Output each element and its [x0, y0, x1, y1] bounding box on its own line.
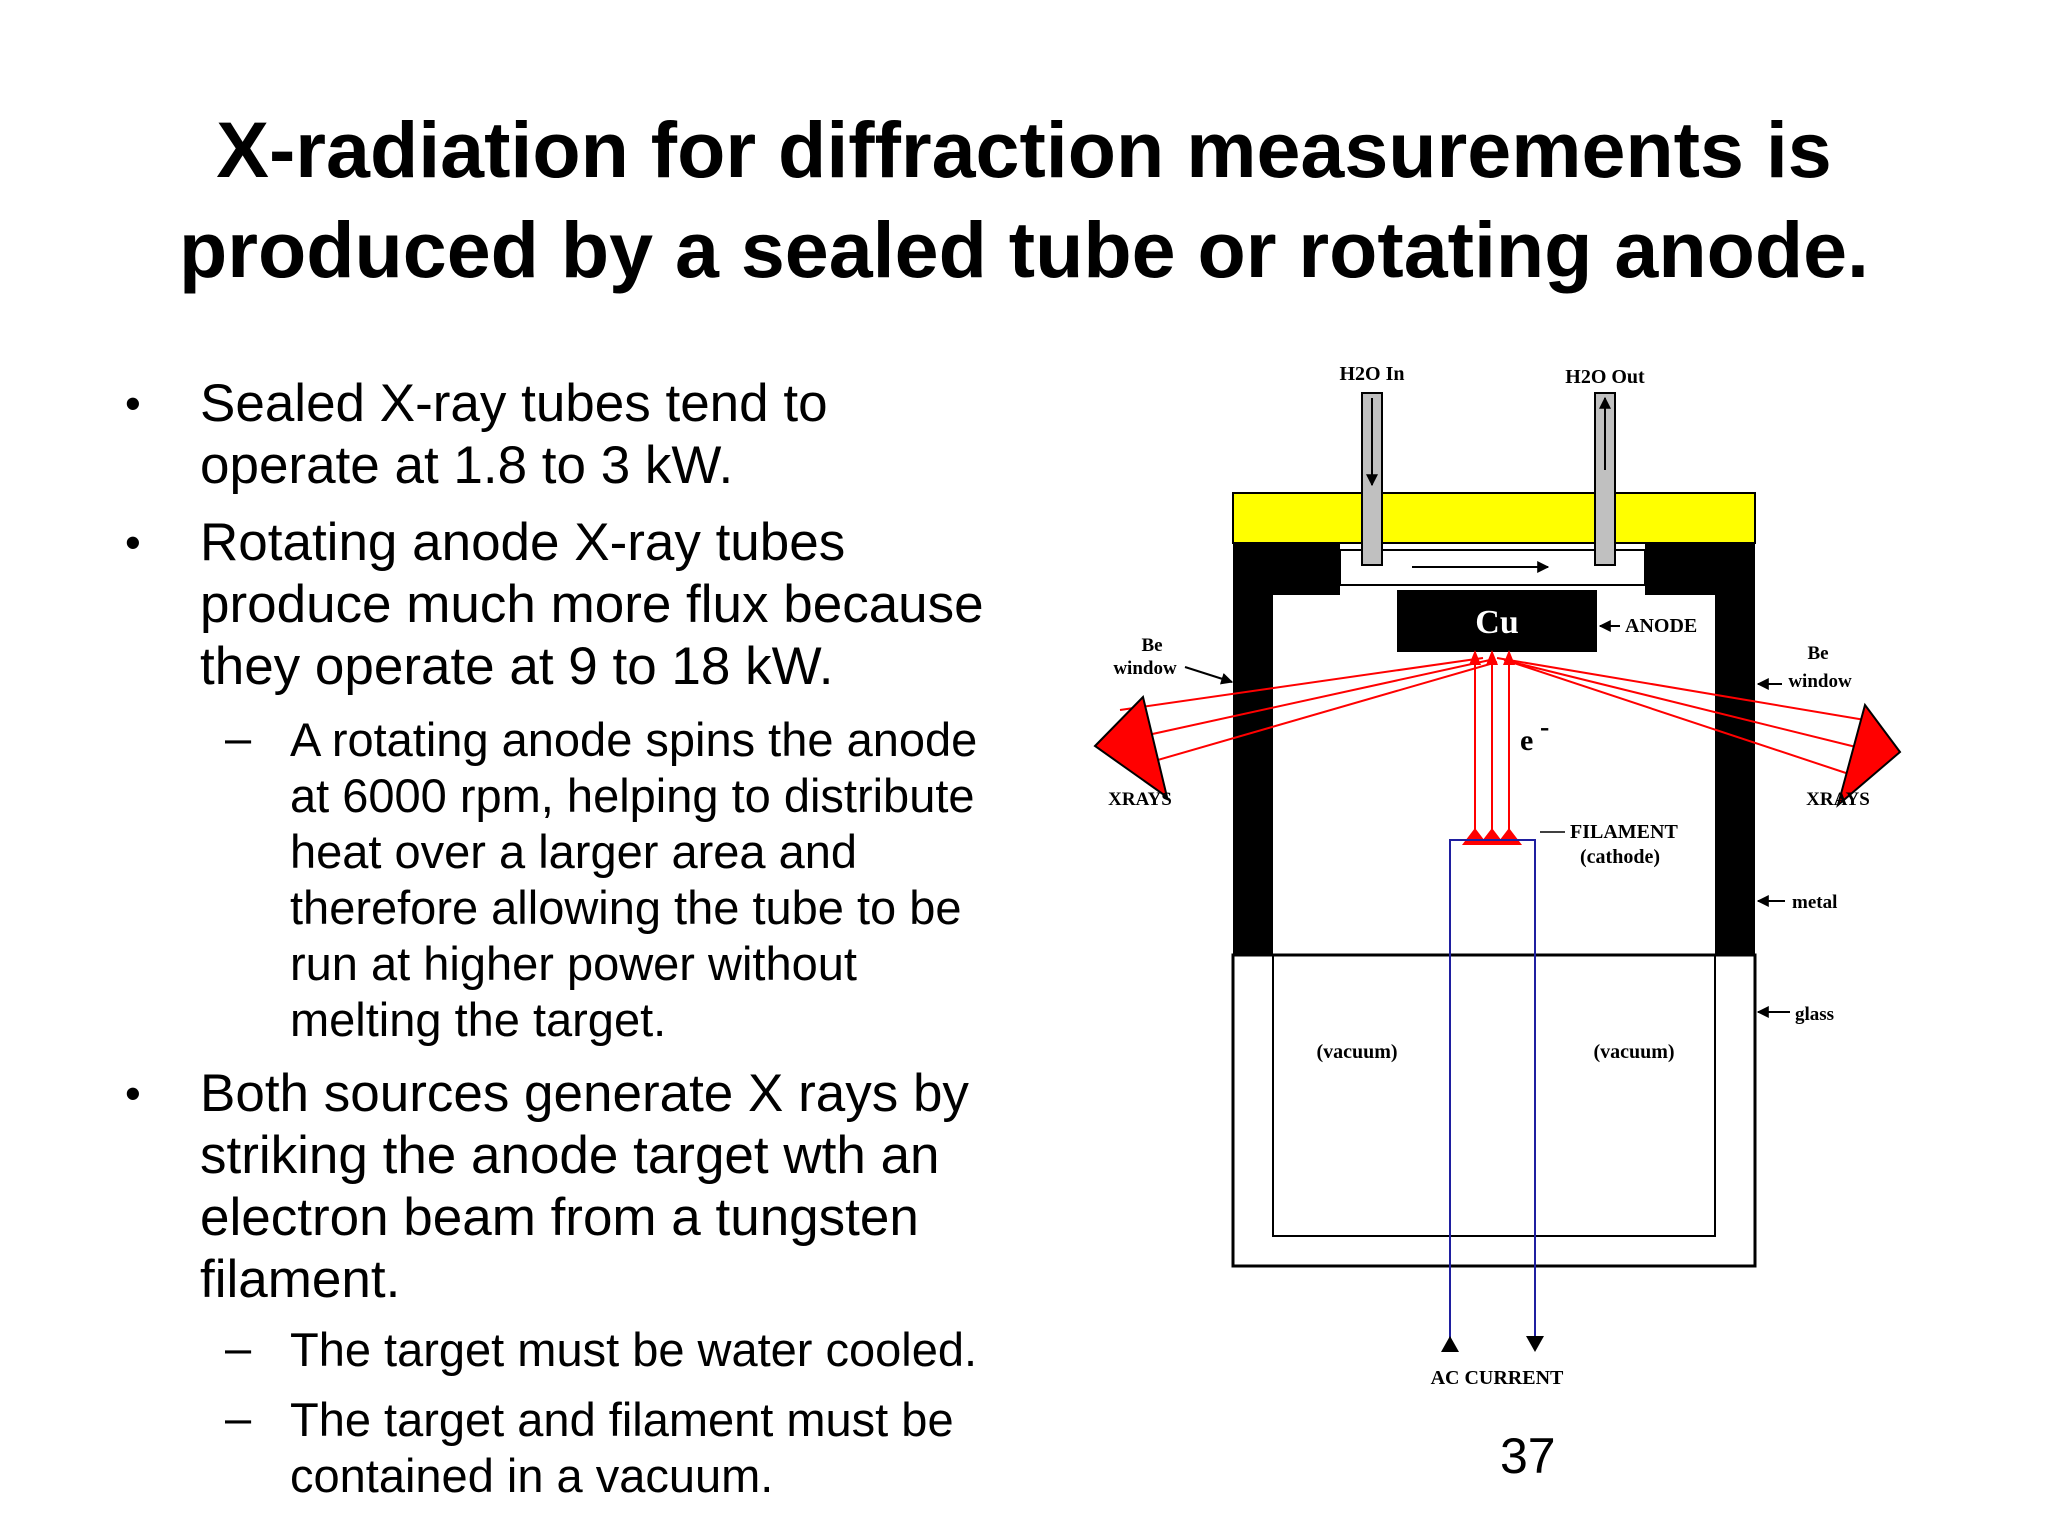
metal-wall-right — [1715, 543, 1755, 955]
electron-beam-arrowheads — [1469, 650, 1515, 665]
bullet-item: • Both sources generate X rays by striki… — [125, 1063, 1080, 1311]
bullet-line: striking the anode target wth an — [200, 1126, 940, 1185]
be-window-right-label-2: window — [1788, 671, 1852, 692]
bullet-item: • Rotating anode X-ray tubes produce muc… — [125, 512, 1080, 698]
xray-beams-right — [1496, 657, 1866, 777]
metal-label: metal — [1792, 892, 1837, 913]
electron-label: e — [1520, 724, 1533, 757]
electron-beams — [1474, 665, 1510, 835]
bullet-line: The target and filament must be — [290, 1393, 954, 1446]
bullet-item: • Sealed X-ray tubes tend to operate at … — [125, 373, 1080, 497]
bullet-line: melting the target. — [290, 993, 667, 1046]
bullet-line: The target must be water cooled. — [290, 1323, 978, 1376]
filament-label-2: (cathode) — [1580, 846, 1660, 868]
xray-tube-diagram: Cu H2O In H2O Out ANODE Be w — [1093, 363, 1902, 1389]
h2o-out-label: H2O Out — [1565, 366, 1645, 388]
glass-inner-wall — [1272, 954, 1716, 1237]
bullet-line: therefore allowing the tube to be — [290, 881, 962, 934]
metal-top-left — [1233, 543, 1340, 595]
bullet-line: run at higher power without — [290, 937, 857, 990]
metal-wall-left — [1233, 543, 1273, 955]
ac-current-label: AC CURRENT — [1431, 1367, 1564, 1389]
bullet-line: they operate at 9 to 18 kW. — [200, 637, 834, 696]
glass-label: glass — [1795, 1004, 1834, 1025]
page-number: 37 — [1500, 1428, 1556, 1484]
anode-label: ANODE — [1625, 615, 1697, 637]
slide-title-line-2: produced by a sealed tube or rotating an… — [179, 205, 1869, 294]
xrays-right-label: XRAYS — [1806, 789, 1870, 810]
ac-current-arrow-up — [1441, 1336, 1459, 1352]
sub-bullet-marker: – — [225, 1321, 252, 1374]
filament-emitters — [1462, 828, 1522, 845]
bullet-line: filament. — [200, 1250, 401, 1309]
glass-envelope — [1231, 953, 1757, 1268]
xrays-left-label: XRAYS — [1108, 789, 1172, 810]
sub-bullet-marker: – — [225, 1391, 252, 1444]
vacuum-left-label: (vacuum) — [1316, 1041, 1397, 1063]
vacuum-right-label: (vacuum) — [1593, 1041, 1674, 1063]
be-window-left-label-2: window — [1113, 658, 1177, 679]
bullet-line: produce much more flux because — [200, 575, 984, 634]
anode-block — [1397, 590, 1597, 652]
xray-arrowhead-left — [1093, 695, 1169, 800]
water-pipe-out — [1594, 392, 1616, 566]
bullet-line: operate at 1.8 to 3 kW. — [200, 436, 734, 495]
bullet-line: Rotating anode X-ray tubes — [200, 513, 846, 572]
filament-wire — [1449, 839, 1536, 1340]
ac-current-arrow-down — [1526, 1336, 1544, 1352]
bullet-line: contained in a vacuum. — [290, 1449, 774, 1502]
be-window-left-pointer — [1184, 666, 1234, 685]
sub-bullet-marker: – — [225, 711, 252, 764]
sub-bullet-item: – The target and filament must be contai… — [225, 1391, 1080, 1504]
bullet-list: • Sealed X-ray tubes tend to operate at … — [125, 373, 1080, 1504]
bullet-marker: • — [125, 378, 141, 429]
xray-beams-left — [1119, 657, 1498, 769]
bullet-line: heat over a larger area and — [290, 825, 857, 878]
be-window-left-label-1: Be — [1141, 635, 1162, 656]
anode-material-label: Cu — [1475, 604, 1518, 641]
bullet-line: Both sources generate X rays by — [200, 1064, 969, 1123]
be-window-right-label-1: Be — [1807, 643, 1828, 664]
sub-bullet-item: – A rotating anode spins the anode at 60… — [225, 711, 1080, 1048]
xray-arrowhead-right — [1836, 702, 1902, 808]
bullet-marker: • — [125, 517, 141, 568]
sub-bullet-item: – The target must be water cooled. — [225, 1321, 1080, 1378]
slide-title: X-radiation for diffraction measurements… — [0, 100, 2048, 300]
bullet-line: Sealed X-ray tubes tend to — [200, 374, 828, 433]
metal-top-right — [1645, 543, 1755, 595]
bullet-line: electron beam from a tungsten — [200, 1188, 919, 1247]
bullet-line: A rotating anode spins the anode — [290, 713, 978, 766]
bullet-marker: • — [125, 1068, 141, 1119]
bullet-line: at 6000 rpm, helping to distribute — [290, 769, 975, 822]
h2o-in-label: H2O In — [1339, 363, 1404, 385]
cooling-plate — [1232, 492, 1756, 544]
slide-title-line-1: X-radiation for diffraction measurements… — [216, 105, 1832, 194]
electron-charge-label: - — [1540, 712, 1549, 743]
filament-label-1: FILAMENT — [1570, 821, 1678, 843]
